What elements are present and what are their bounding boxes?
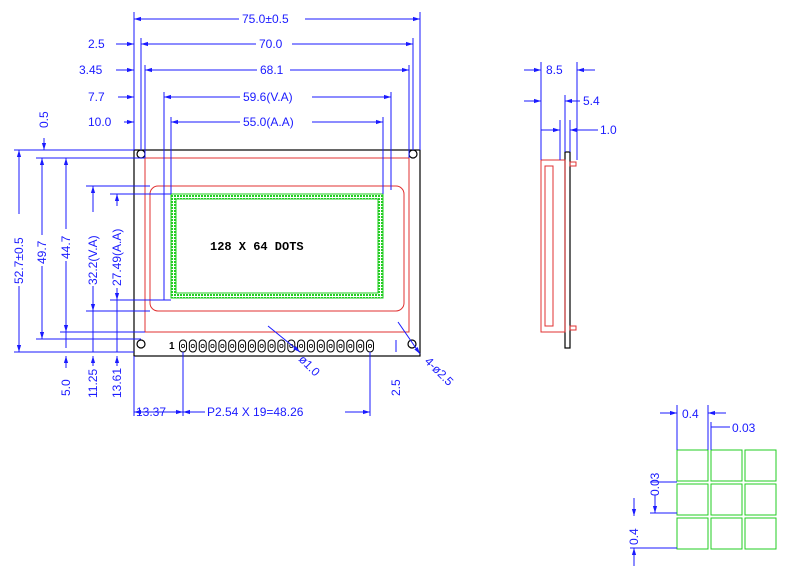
pin-hole [279,343,284,348]
dim-dot-size-v: 0.4 [627,528,641,545]
dim-hole-right-2-5: 2.5 [389,379,403,396]
pin-hole [299,343,304,348]
pin-hole [367,343,372,348]
front-view: 128 X 64 DOTS 1 [133,149,421,357]
display-dots-label: 128 X 64 DOTS [210,240,304,254]
dim-dot-gap-h: 0.03 [732,421,756,435]
dim-pin-pitch: P2.54 X 19=48.26 [207,405,304,419]
dim-pin-offset: 13.37 [136,405,166,419]
dim-dot-size-h: 0.4 [682,407,699,421]
bezel-outline [144,157,410,333]
pin-pad [277,339,286,353]
pin-pad [297,339,306,353]
pin-hole [210,343,215,348]
dim-width-bezel: 68.1 [260,63,284,77]
bottom-dimensions: 13.37 P2.54 X 19=48.26 2.5 ø1.0 4-ø2.5 [133,321,457,419]
detail-dot [710,483,743,516]
dim-height-overall: 52.7±0.5 [12,237,26,284]
pin-hole [338,343,343,348]
pin-pad [257,339,266,353]
dim-bottom-13-61: 13.61 [110,368,124,398]
dim-side-5-4: 5.4 [583,94,600,108]
pin-hole [220,343,225,348]
pin-hole [308,343,313,348]
pin-hole [240,343,245,348]
pin-pad [366,339,374,353]
pin-pad [306,339,315,353]
pcb-outline [133,149,421,357]
viewing-area-outline [149,185,405,312]
dim-height-44-7: 44.7 [59,235,73,259]
pin-pad [198,339,207,353]
pin-pad [218,339,227,353]
detail-dot [710,449,743,482]
dim-width-va: 59.6(V.A) [243,90,293,104]
mount-hole-br [407,339,417,349]
detail-dot [676,449,709,482]
pin-pad [179,339,187,353]
mount-hole-tr [408,149,418,159]
pin-hole [249,343,254,348]
pin-pad [267,339,276,353]
detail-dot [676,483,709,516]
dim-width-overall: 75.0±0.5 [242,12,289,26]
detail-dot [710,517,743,550]
pin1-label: 1 [169,341,175,352]
dim-mount-holes: 4-ø2.5 [422,354,457,389]
dim-height-aa: 27.49(A.A) [110,229,124,286]
dim-height-va: 32.2(V.A) [86,235,100,285]
dim-left-2-5: 2.5 [88,37,105,51]
pin-hole [200,343,205,348]
dim-left-7-7: 7.7 [88,90,105,104]
pin-hole [269,343,274,348]
dot-detail: 0.4 0.03 0.03 0.4 [627,405,777,566]
pin-hole [259,343,264,348]
pin-pad [238,339,247,353]
side-pcb [564,151,571,349]
pin-hole [180,343,185,348]
detail-dot [744,483,777,516]
dim-side-pcb: 1.0 [600,123,617,137]
pin-pad [287,339,296,353]
dim-width-pcb: 70.0 [259,37,283,51]
pin-pad [326,339,335,353]
pin-hole [328,343,333,348]
pin-hole [348,343,353,348]
side-view: 8.5 5.4 1.0 [524,62,617,349]
dim-left-3-45: 3.45 [79,63,103,77]
dim-side-thickness: 8.5 [546,63,563,77]
pin-pad [346,339,355,353]
dim-height-49-7: 49.7 [35,240,49,264]
dot-grid [676,449,777,550]
dim-left-10: 10.0 [88,115,112,129]
pin-row [179,339,374,353]
active-area-inner [176,199,378,293]
dim-bottom-5-0: 5.0 [59,379,73,396]
dim-bottom-11-25: 11.25 [86,369,100,398]
detail-dot [744,449,777,482]
pin-pad [228,339,237,353]
dim-top-0-5: 0.5 [37,111,51,128]
pin-pad [188,339,197,353]
mount-hole-tl [136,149,146,159]
dim-dot-gap-v: 0.03 [648,472,662,496]
pin-hole [318,343,323,348]
pin-hole [190,343,195,348]
pin-hole [358,343,363,348]
pin-pad [316,339,325,353]
pin-pad [336,339,345,353]
top-dimensions: 75.0±0.5 2.5 70.0 3.45 68.1 7.7 59.6(V.A… [79,12,421,300]
pin-hole [230,343,235,348]
pin-pad [208,339,217,353]
detail-dot [744,517,777,550]
detail-dot [676,517,709,550]
dim-width-aa: 55.0(A.A) [243,115,294,129]
pin-pad [356,339,365,353]
left-dimensions: 0.5 52.7±0.5 49.7 44.7 32.2(V.A) 27.49(A… [12,111,171,398]
mount-hole-bl [136,339,146,349]
pin-pad [247,339,256,353]
side-bezel [540,159,566,333]
